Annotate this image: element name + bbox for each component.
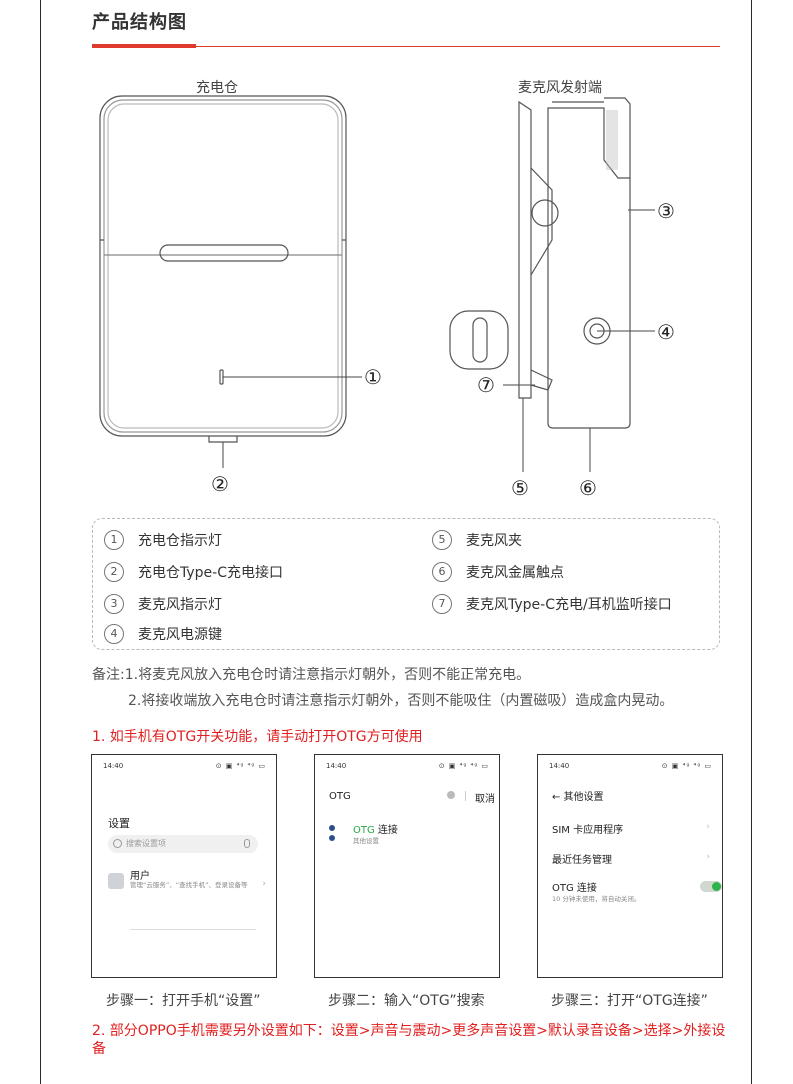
chevron-right-icon: ›: [262, 879, 266, 889]
search-result-subtitle: 其他设置: [353, 837, 379, 845]
status-icons: ⊙ ▣ ⁴ᵍ ⁴ᵍ ▭: [661, 762, 712, 770]
microphone-icon[interactable]: [244, 839, 250, 848]
status-time: 14:40: [326, 762, 347, 770]
callout-1: ①: [364, 365, 382, 389]
charging-case-drawing: [99, 95, 347, 443]
note-line-2: 2.将接收端放入充电仓时请注意指示灯朝外，否则不能吸住（内置磁吸）造成盒内晃动。: [128, 693, 674, 709]
status-icons: ⊙ ▣ ⁴ᵍ ⁴ᵍ ▭: [438, 762, 489, 770]
legend-text: 麦克风Type-C充电/耳机监听接口: [466, 597, 672, 613]
caption-step-2: 步骤二：输入“OTG”搜索: [328, 993, 485, 1009]
product-structure-diagram: ① ② ③ ④ ⑤ ⑥ ⑦: [99, 95, 675, 500]
callout-3: ③: [657, 199, 675, 223]
callout-5: ⑤: [511, 476, 529, 500]
divider: [465, 791, 466, 801]
transmitter-drawing: [449, 97, 631, 429]
settings-search-input[interactable]: 搜索设置项: [108, 835, 258, 853]
status-time: 14:40: [103, 762, 124, 770]
legend-box: [92, 518, 720, 650]
status-bar: 14:40 ⊙ ▣ ⁴ᵍ ⁴ᵍ ▭: [326, 762, 489, 770]
legend-text: 麦克风电源键: [138, 627, 222, 643]
divider: [130, 929, 256, 930]
legend-item: 1 充电仓指示灯: [104, 530, 222, 550]
result-rest: 连接: [374, 825, 398, 836]
callout-4: ④: [657, 320, 675, 344]
callout-leaders: [222, 209, 655, 472]
legend-item: 5 麦克风夹: [432, 530, 522, 550]
toggle-knob: [712, 882, 721, 891]
settings-title: 设置: [108, 817, 130, 830]
user-entry-subtitle: 管理“云服务”、“查找手机”、登录设备等: [130, 881, 248, 889]
user-entry-title[interactable]: 用户: [130, 871, 150, 882]
transmitter-label: 麦克风发射端: [518, 80, 602, 96]
legend-text: 充电仓Type-C充电接口: [138, 565, 283, 581]
settings-icon: [329, 835, 335, 841]
legend-item: 4 麦克风电源键: [104, 624, 222, 644]
phone-screenshot-otg: 14:40 ⊙ ▣ ⁴ᵍ ⁴ᵍ ▭ ← 其他设置 SIM 卡应用程序 › 最近任…: [537, 754, 723, 978]
page-border-left: [40, 0, 41, 1084]
phone-screenshot-search: 14:40 ⊙ ▣ ⁴ᵍ ⁴ᵍ ▭ OTG 取消 OTG 连接 其他设置: [314, 754, 500, 978]
cancel-button[interactable]: 取消: [475, 794, 495, 805]
section-title: 产品结构图: [92, 12, 187, 33]
result-highlight: OTG: [353, 825, 375, 836]
title-rule: [92, 46, 720, 47]
menu-item-sim-apps[interactable]: SIM 卡应用程序: [552, 825, 624, 836]
note-line-1: 备注:1.将麦克风放入充电仓时请注意指示灯朝外，否则不能正常充电。: [92, 667, 531, 683]
search-placeholder: 搜索设置项: [126, 839, 166, 848]
legend-number: 4: [104, 624, 124, 644]
caption-step-3: 步骤三：打开“OTG连接”: [551, 993, 708, 1009]
legend-number: 5: [432, 530, 452, 550]
legend-item: 2 充电仓Type-C充电接口: [104, 562, 283, 582]
chevron-right-icon: ›: [706, 852, 710, 862]
page-border-right: [751, 0, 752, 1084]
legend-number: 2: [104, 562, 124, 582]
callout-numbers: ① ② ③ ④ ⑤ ⑥ ⑦: [211, 199, 675, 500]
status-bar: 14:40 ⊙ ▣ ⁴ᵍ ⁴ᵍ ▭: [103, 762, 266, 770]
callout-2: ②: [211, 472, 229, 496]
legend-item: 3 麦克风指示灯: [104, 594, 222, 614]
search-icon: [113, 839, 122, 848]
legend-item: 7 麦克风Type-C充电/耳机监听接口: [432, 594, 672, 614]
legend-number: 3: [104, 594, 124, 614]
footer-note: 2. 部分OPPO手机需要另外设置如下：设置>声音与震动>更多声音设置>默认录音…: [92, 1023, 726, 1057]
legend-item: 6 麦克风金属触点: [432, 562, 564, 582]
caption-step-1: 步骤一：打开手机“设置”: [106, 993, 261, 1009]
callout-7: ⑦: [477, 373, 495, 397]
callout-6: ⑥: [579, 476, 597, 500]
back-title[interactable]: ← 其他设置: [552, 792, 604, 803]
settings-icon: [329, 825, 335, 831]
menu-item-recent-tasks[interactable]: 最近任务管理: [552, 855, 612, 866]
clear-icon[interactable]: [447, 791, 455, 799]
legend-number: 6: [432, 562, 452, 582]
status-bar: 14:40 ⊙ ▣ ⁴ᵍ ⁴ᵍ ▭: [549, 762, 712, 770]
legend-number: 1: [104, 530, 124, 550]
legend-number: 7: [432, 594, 452, 614]
user-avatar-icon: [108, 873, 124, 889]
title-underline: [92, 44, 196, 48]
menu-item-otg[interactable]: OTG 连接: [552, 883, 597, 894]
step-heading: 1. 如手机有OTG开关功能，请手动打开OTG方可使用: [92, 729, 423, 745]
status-icons: ⊙ ▣ ⁴ᵍ ⁴ᵍ ▭: [215, 762, 266, 770]
search-query[interactable]: OTG: [329, 791, 351, 802]
search-result-otg[interactable]: OTG 连接: [353, 821, 398, 836]
otg-subtitle: 10 分钟未使用，将自动关闭。: [552, 895, 641, 903]
chevron-right-icon: ›: [706, 822, 710, 832]
microphone-grille: [606, 110, 618, 170]
phone-screenshot-settings: 14:40 ⊙ ▣ ⁴ᵍ ⁴ᵍ ▭ 设置 搜索设置项 用户 管理“云服务”、“查…: [91, 754, 277, 978]
charging-case-label: 充电仓: [196, 80, 238, 96]
legend-text: 麦克风夹: [466, 533, 522, 549]
status-time: 14:40: [549, 762, 570, 770]
legend-text: 充电仓指示灯: [138, 533, 222, 549]
legend-text: 麦克风指示灯: [138, 597, 222, 613]
legend-text: 麦克风金属触点: [466, 565, 564, 581]
otg-toggle[interactable]: [700, 881, 722, 892]
